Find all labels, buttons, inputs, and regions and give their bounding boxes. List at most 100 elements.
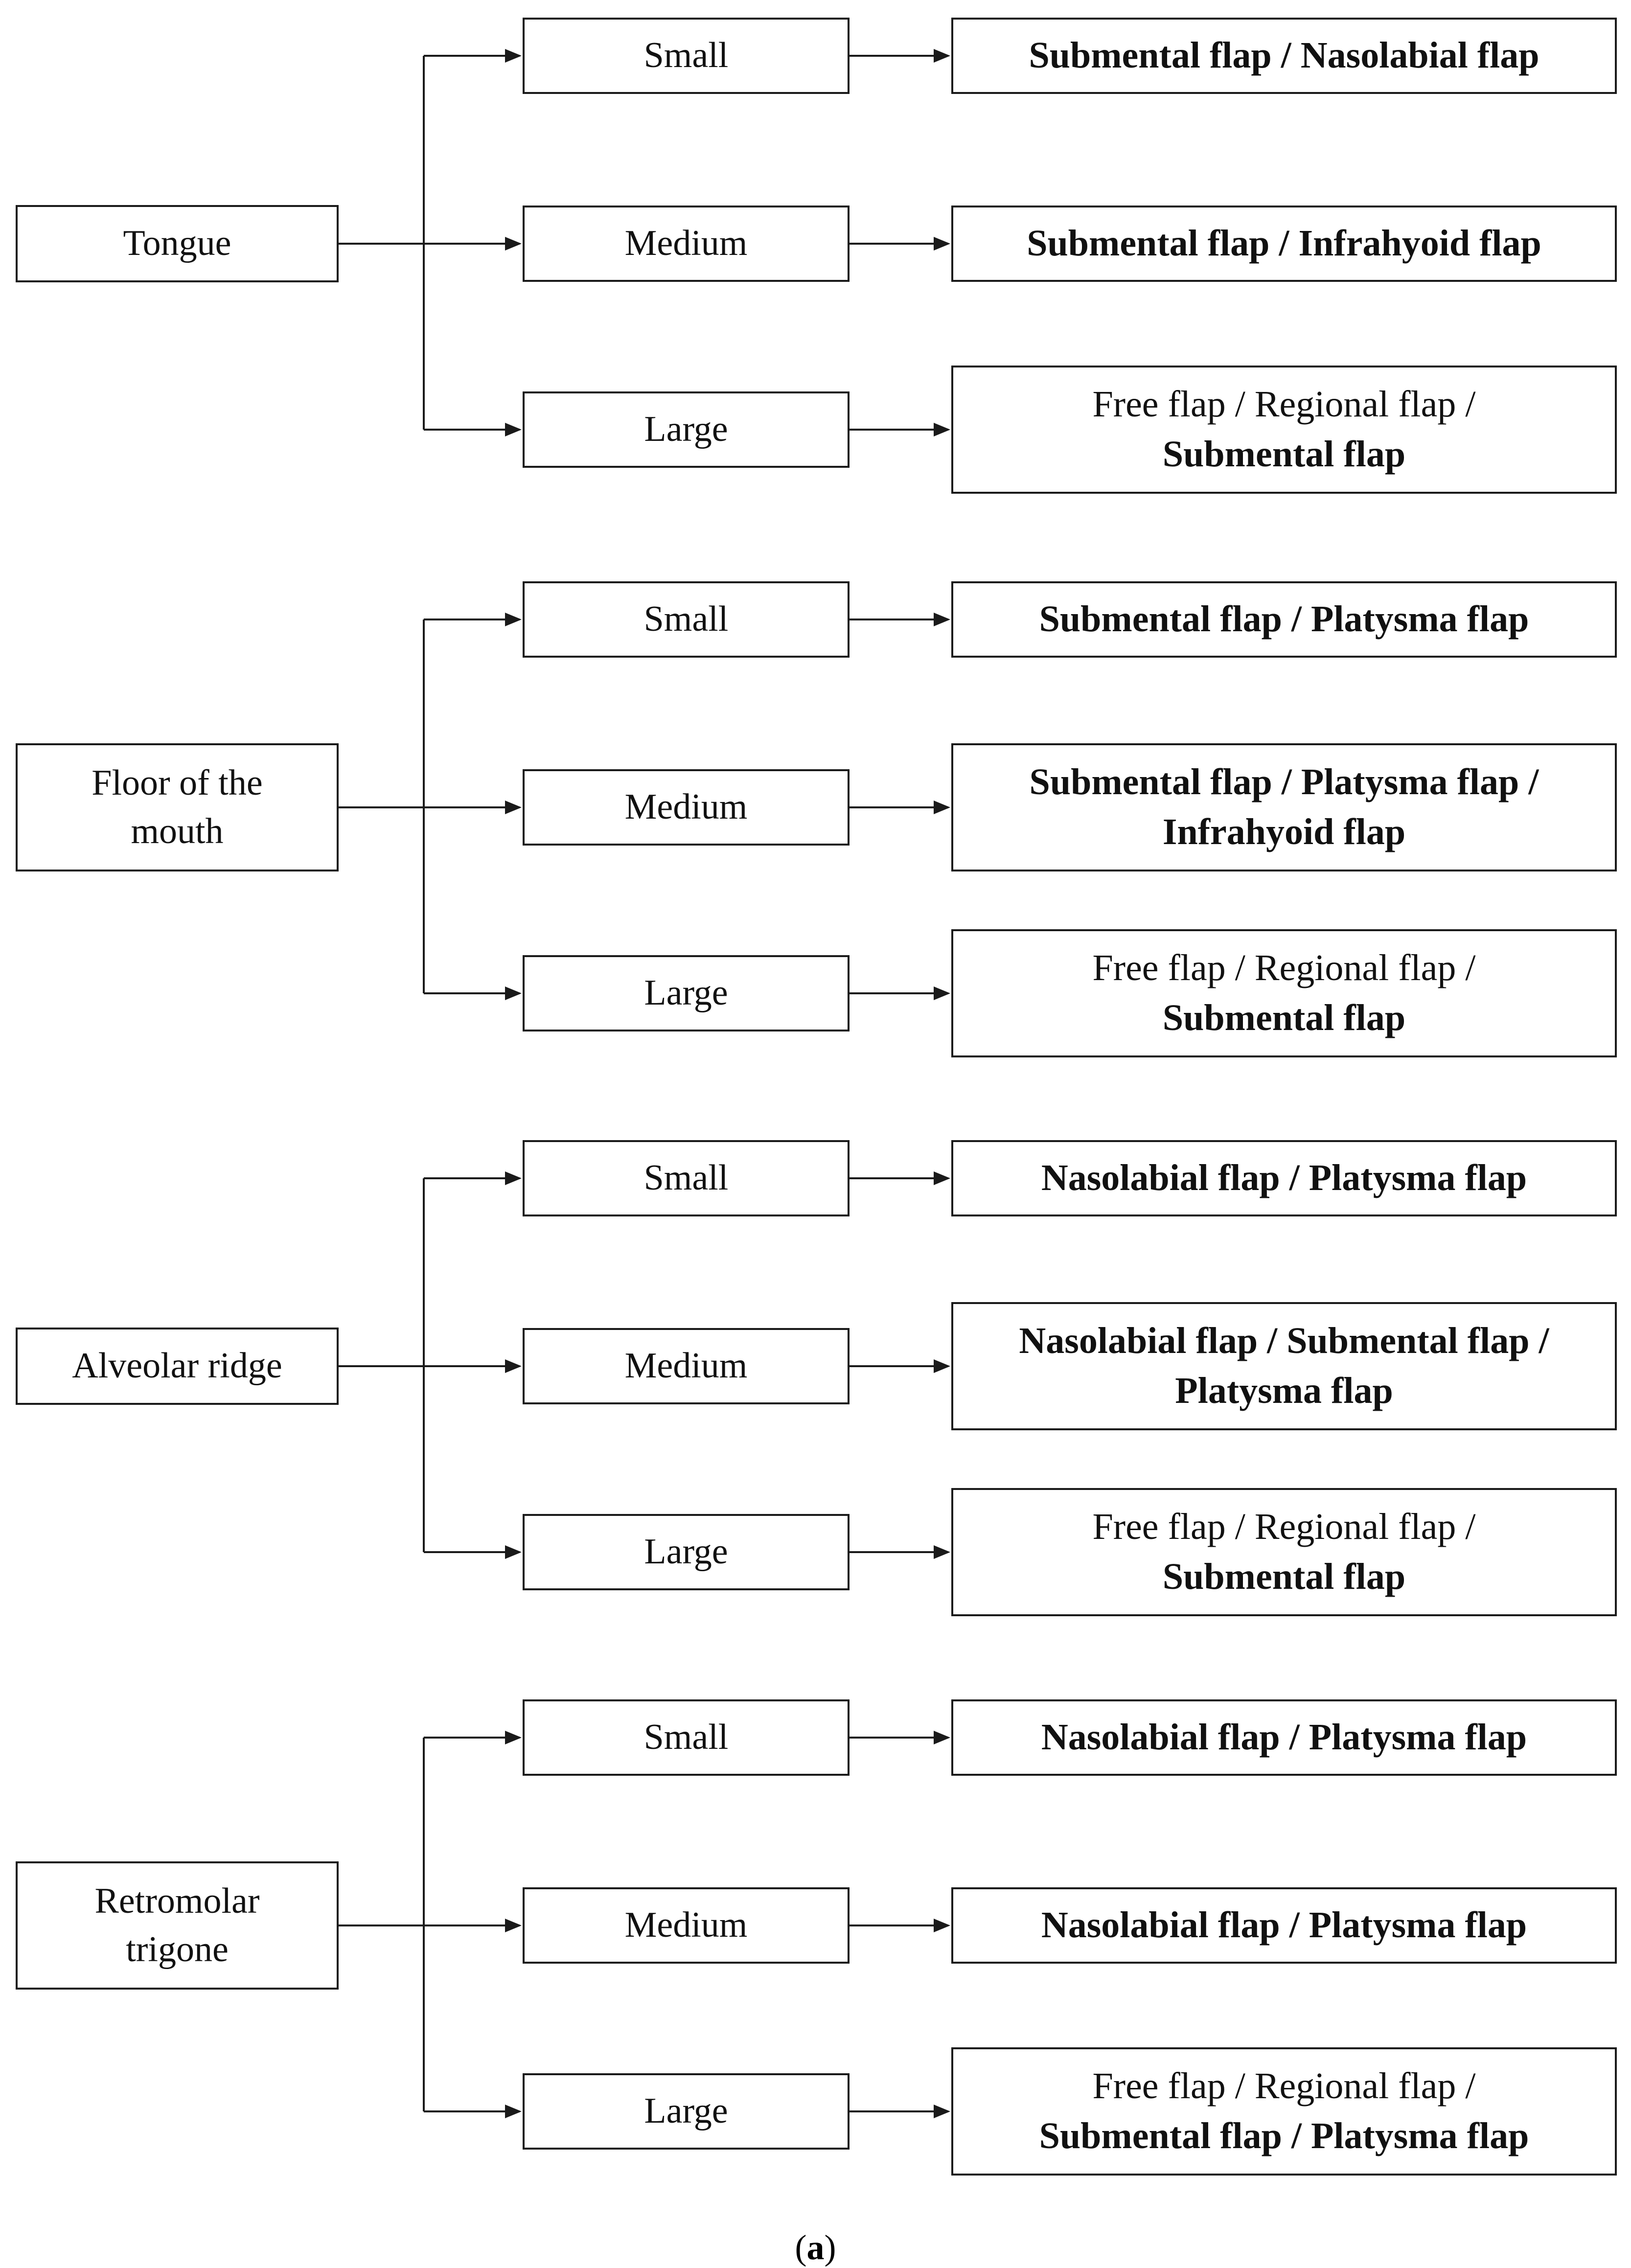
- size-box-small: Small: [523, 581, 850, 658]
- size-label: Large: [644, 973, 728, 1013]
- size-label: Medium: [624, 1905, 748, 1946]
- flap-option-text: Free flap / Regional flap /: [1092, 384, 1476, 425]
- flap-option-line: Free flap / Regional flap /: [1093, 943, 1476, 993]
- size-label: Medium: [624, 787, 748, 827]
- flap-option-text: Nasolabial flap / Platysma flap: [1041, 1904, 1527, 1946]
- size-box-small: Small: [523, 18, 850, 94]
- arrow-head: [934, 613, 950, 626]
- flap-option-line: Nasolabial flap / Platysma flap: [1041, 1713, 1527, 1763]
- flap-option-line: Submental flap / Platysma flap /: [1030, 757, 1539, 807]
- flap-option-line: Submental flap / Platysma flap: [1039, 595, 1529, 644]
- arrow-head: [934, 49, 950, 63]
- arrow-head: [934, 237, 950, 251]
- arrow-head: [505, 613, 522, 626]
- size-box-medium: Medium: [523, 1887, 850, 1964]
- arrow-head: [934, 1731, 950, 1744]
- flap-option-text: Submental flap / Platysma flap: [1039, 598, 1529, 640]
- size-label: Small: [643, 599, 729, 640]
- arrow-head: [505, 423, 522, 436]
- flap-option-text: Nasolabial flap / Platysma flap: [1041, 1157, 1527, 1199]
- site-line: Tongue: [123, 223, 231, 264]
- size-box-medium: Medium: [523, 1328, 850, 1404]
- site-box: Floor of the mouth: [16, 743, 339, 871]
- flap-option-text: Free flap / Regional flap /: [1092, 2065, 1476, 2107]
- flap-option-text: Nasolabial flap / Platysma flap: [1041, 1717, 1527, 1758]
- arrow-head: [505, 49, 522, 63]
- size-box-large: Large: [523, 955, 850, 1031]
- arrow-head: [505, 801, 522, 814]
- arrow-head: [505, 2105, 522, 2118]
- flap-option-box: Nasolabial flap / Platysma flap: [951, 1887, 1617, 1964]
- size-box-small: Small: [523, 1699, 850, 1776]
- flap-option-text: Infrahyoid flap: [1162, 811, 1406, 852]
- flap-option-box: Submental flap / Infrahyoid flap: [951, 206, 1617, 282]
- flap-option-text: Free flap / Regional flap /: [1092, 947, 1476, 989]
- flap-option-line: Nasolabial flap / Submental flap /: [1019, 1316, 1549, 1366]
- site-line: Floor of the: [92, 762, 263, 803]
- size-box-small: Small: [523, 1140, 850, 1216]
- size-label: Small: [643, 1717, 729, 1758]
- flap-option-box: Nasolabial flap / Platysma flap: [951, 1140, 1617, 1216]
- flap-option-box: Free flap / Regional flap / Submental fla…: [951, 929, 1617, 1057]
- arrow-head: [934, 1359, 950, 1373]
- size-label: Large: [644, 2091, 728, 2131]
- flap-option-text: Free flap / Regional flap /: [1092, 1506, 1476, 1548]
- flap-option-line: Submental flap / Nasolabial flap: [1029, 31, 1539, 81]
- flap-option-box: Nasolabial flap / Platysma flap: [951, 1699, 1617, 1776]
- site-line: trigone: [126, 1929, 229, 1970]
- arrow-head: [505, 1359, 522, 1373]
- arrow-head: [934, 423, 950, 436]
- flap-option-text: Submental flap: [1162, 434, 1406, 475]
- flap-option-box: Submental flap / Platysma flap / Infrahyo…: [951, 743, 1617, 871]
- flap-option-line: Free flap / Regional flap /: [1093, 1502, 1476, 1552]
- flap-option-text: Submental flap / Nasolabial flap: [1029, 35, 1539, 76]
- caption-letter: a: [806, 2228, 825, 2267]
- arrow-head: [505, 1171, 522, 1185]
- flap-option-line: Free flap / Regional flap /: [1093, 2062, 1476, 2111]
- flap-option-box: Submental flap / Nasolabial flap: [951, 18, 1617, 94]
- flap-option-text: Submental flap / Platysma flap: [1039, 2115, 1529, 2156]
- arrow-head: [505, 237, 522, 251]
- flap-option-line: Submental flap: [1163, 1552, 1405, 1602]
- size-box-medium: Medium: [523, 769, 850, 846]
- arrow-head: [934, 986, 950, 1000]
- flap-option-box: Nasolabial flap / Submental flap / Platys…: [951, 1302, 1617, 1430]
- site-line: mouth: [131, 811, 224, 851]
- site-line: Retromolar: [94, 1880, 260, 1921]
- arrow-head: [934, 1171, 950, 1185]
- flap-option-text: Submental flap: [1162, 997, 1406, 1038]
- size-label: Medium: [624, 223, 748, 264]
- arrow-head: [505, 986, 522, 1000]
- flap-option-text: Submental flap / Platysma flap /: [1029, 761, 1539, 803]
- flap-option-box: Free flap / Regional flap / Submental fla…: [951, 1488, 1617, 1616]
- flap-option-text: Platysma flap: [1175, 1370, 1393, 1411]
- site-line: Alveolar ridge: [72, 1346, 282, 1386]
- flap-option-line: Submental flap: [1163, 430, 1405, 480]
- flap-option-box: Submental flap / Platysma flap: [951, 581, 1617, 658]
- flap-option-line: Free flap / Regional flap /: [1093, 380, 1476, 430]
- site-box: Tongue: [16, 205, 339, 282]
- size-box-medium: Medium: [523, 206, 850, 282]
- figure-caption: (a): [795, 2228, 836, 2267]
- flap-option-line: Submental flap / Platysma flap: [1039, 2111, 1529, 2161]
- size-box-large: Large: [523, 2073, 850, 2150]
- flap-option-box: Free flap / Regional flap / Submental fla…: [951, 2047, 1617, 2176]
- arrow-head: [505, 1545, 522, 1559]
- size-box-large: Large: [523, 1514, 850, 1590]
- size-label: Small: [643, 1158, 729, 1198]
- flap-option-box: Free flap / Regional flap / Submental fla…: [951, 366, 1617, 494]
- flap-option-line: Platysma flap: [1175, 1366, 1393, 1416]
- flap-option-line: Submental flap / Infrahyoid flap: [1027, 219, 1541, 269]
- flap-option-line: Nasolabial flap / Platysma flap: [1041, 1901, 1527, 1950]
- flap-option-line: Nasolabial flap / Platysma flap: [1041, 1153, 1527, 1203]
- size-label: Small: [643, 35, 729, 76]
- arrow-head: [934, 2105, 950, 2118]
- flap-option-text: Nasolabial flap / Submental flap /: [1019, 1320, 1549, 1362]
- size-label: Large: [644, 409, 728, 450]
- flap-option-text: Submental flap: [1162, 1556, 1406, 1597]
- arrow-head: [505, 1919, 522, 1932]
- flap-option-line: Infrahyoid flap: [1163, 807, 1405, 857]
- size-label: Large: [644, 1532, 728, 1572]
